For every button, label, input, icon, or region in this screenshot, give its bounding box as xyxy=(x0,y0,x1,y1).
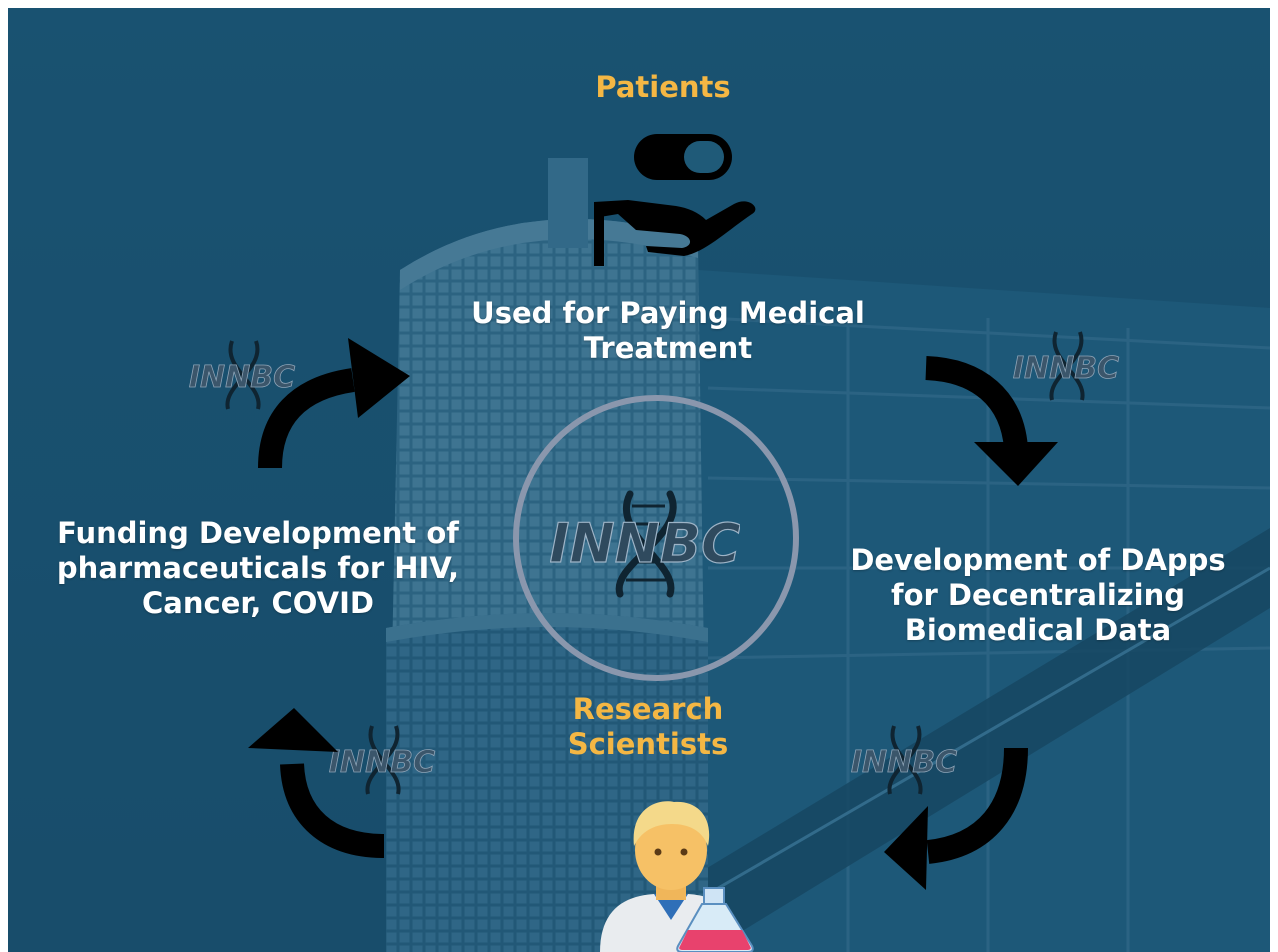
node-dapps-line-1: Development of DApps xyxy=(850,543,1226,577)
center-dna-logo-icon: INNBC xyxy=(550,490,740,598)
arrow-scientists-to-funding xyxy=(248,708,385,858)
node-dapps-line-3: Biomedical Data xyxy=(904,612,1172,647)
node-funding-development: Funding Development of pharmaceuticals f… xyxy=(28,516,488,620)
node-research-scientists: Research Scientists xyxy=(528,692,768,762)
watermark-logo-text: INNBC xyxy=(329,745,435,780)
node-funding-line-1: Funding Development of xyxy=(57,516,459,550)
node-scientists-line-2: Scientists xyxy=(567,726,729,761)
watermark-logo-text: INNBC xyxy=(189,360,295,395)
node-paying-line-1: Used for Paying Medical xyxy=(471,296,865,330)
diagram-canvas: INNBC INNBC INNBC INNBC INNBC xyxy=(8,8,1270,952)
watermark-dna-icon-left-bottom: INNBC xyxy=(328,725,436,795)
watermark-dna-icon-right-top: INNBC xyxy=(1012,331,1120,401)
center-circle xyxy=(513,395,799,681)
node-paying-medical-treatment: Used for Paying Medical Treatment xyxy=(428,296,908,366)
arrow-dapps-to-scientists xyxy=(884,747,1028,890)
node-patients-label: Patients xyxy=(595,70,731,104)
watermark-logo-text: INNBC xyxy=(1013,351,1119,386)
watermark-dna-icon-left-top: INNBC xyxy=(188,340,296,410)
node-funding-line-3: Cancer, COVID xyxy=(142,585,374,620)
arrow-funding-to-patients xyxy=(258,338,410,469)
scientist-with-flask-icon xyxy=(600,801,754,952)
pill-in-hand-icon xyxy=(594,134,756,266)
arrow-patients-to-dapps xyxy=(925,356,1058,486)
node-dapps-line-2: for Decentralizing xyxy=(890,577,1186,612)
node-patients: Patients xyxy=(563,70,763,105)
watermark-dna-icon-right-bottom: INNBC xyxy=(850,725,958,795)
node-scientists-line-1: Research xyxy=(572,692,724,726)
node-funding-line-2: pharmaceuticals for HIV, xyxy=(56,550,460,585)
node-dapps-development: Development of DApps for Decentralizing … xyxy=(828,543,1248,647)
watermark-logo-text: INNBC xyxy=(851,745,957,780)
node-paying-line-2: Treatment xyxy=(583,330,753,365)
center-logo-text: INNBC xyxy=(550,512,740,575)
